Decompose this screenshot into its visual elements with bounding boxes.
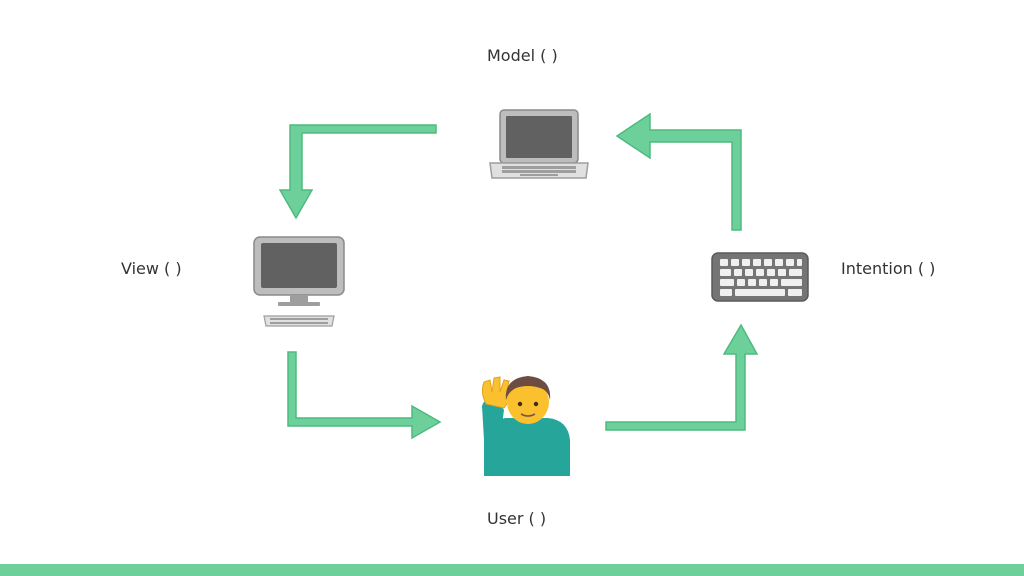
arrow-view-to-user [287, 351, 442, 440]
person-raising-hand-icon [481, 376, 570, 476]
keyboard-icon [711, 252, 809, 302]
bottom-accent-bar [0, 564, 1024, 576]
user-label: User ( ) [487, 509, 547, 528]
model-label: Model ( ) [487, 46, 558, 65]
view-label: View ( ) [121, 259, 182, 278]
arrow-user-to-intention [605, 323, 759, 431]
arrow-model-to-view [278, 124, 437, 220]
laptop-icon [489, 109, 589, 179]
arrow-intention-to-model [615, 112, 742, 231]
intention-label: Intention ( ) [841, 259, 936, 278]
desktop-computer-icon [253, 236, 345, 327]
